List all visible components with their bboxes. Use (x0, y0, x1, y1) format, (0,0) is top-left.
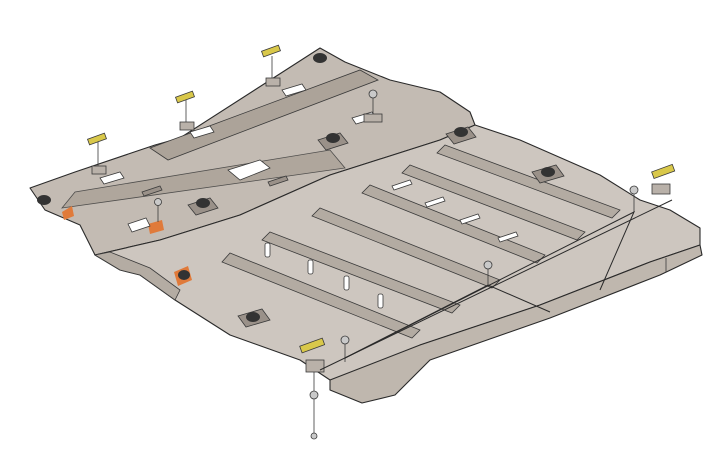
slot (377, 293, 384, 309)
rubber-mount-icon (178, 270, 190, 280)
rust-mark-2 (148, 220, 164, 234)
clip-icon (141, 185, 163, 197)
plate-band-upper (149, 69, 379, 161)
plate-left-flank (93, 251, 181, 301)
mounting-bracket-icon (299, 337, 326, 440)
slot (307, 259, 314, 275)
cutout (189, 125, 215, 139)
rubber-mount-icon (531, 164, 565, 184)
bolt-icon (629, 185, 639, 212)
bolt-icon (483, 260, 493, 285)
slot (459, 213, 481, 225)
slot (264, 242, 271, 258)
rubber-mounts (37, 53, 565, 328)
clips (141, 175, 289, 197)
cutout (99, 171, 125, 185)
rib (401, 164, 586, 241)
rubber-mount-icon (237, 308, 271, 328)
rib (436, 144, 621, 219)
bolts (154, 89, 667, 362)
bolt-icon (363, 89, 383, 123)
cutout (127, 217, 151, 233)
brackets (87, 44, 676, 440)
plate-band-lower (61, 149, 346, 209)
rust-mark-1 (62, 206, 74, 220)
slot (343, 275, 350, 291)
mounting-bracket-icon (175, 90, 195, 131)
mounting-bracket-icon (87, 132, 107, 175)
rubber-mount-icon (37, 195, 51, 205)
rib (361, 184, 546, 264)
rib (311, 207, 501, 289)
vent-slots (99, 83, 519, 309)
bolt-icon (154, 198, 162, 222)
ribs (221, 144, 621, 339)
clip-icon (267, 175, 289, 187)
slot (424, 196, 446, 208)
mounting-bracket-icon (261, 44, 281, 87)
rod (319, 199, 673, 371)
mounting-bracket-icon (651, 163, 676, 195)
cutout (227, 159, 271, 181)
rubber-mount-icon (313, 53, 327, 63)
slot (497, 231, 519, 243)
rod (344, 210, 636, 359)
rubber-mount-icon (445, 126, 477, 145)
rubber-mount-icon (317, 132, 349, 151)
slot (391, 179, 413, 191)
plate-front-lip (329, 244, 703, 404)
rib (261, 231, 461, 314)
cutout (281, 83, 307, 97)
rib (221, 252, 421, 339)
support-rods (319, 199, 673, 371)
rubber-mount-icon (187, 197, 219, 216)
